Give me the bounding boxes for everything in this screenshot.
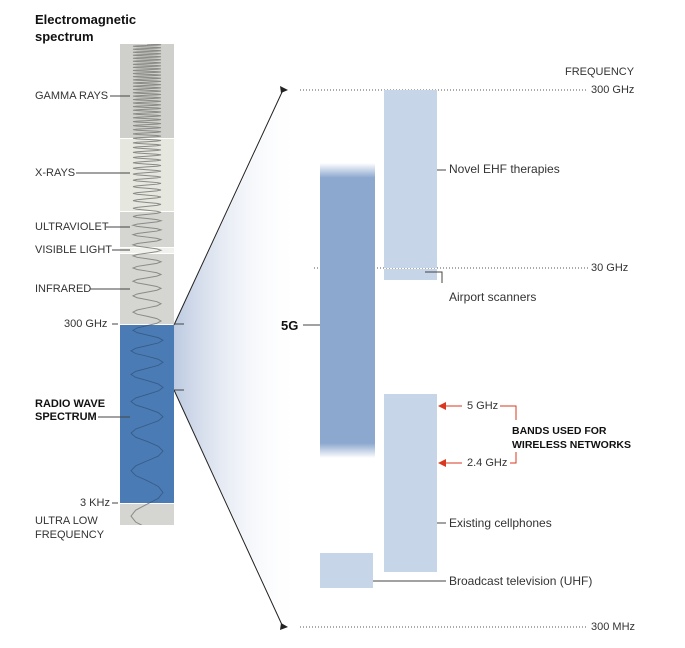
gamma-band [120, 44, 174, 138]
band-cellphones [384, 394, 437, 572]
wireless-markers [441, 405, 517, 464]
existing-cellphones-label: Existing cellphones [449, 516, 552, 530]
radio-wave-label-2: SPECTRUM [35, 411, 97, 423]
2-4ghz-label: 2.4 GHz [467, 457, 508, 469]
band-broadcast [320, 553, 373, 588]
ulf-label-2: FREQUENCY [35, 529, 105, 541]
fan-edge-top [173, 89, 284, 326]
arrowhead-bottom [280, 623, 288, 630]
wave-pattern [129, 44, 165, 525]
radio-band [120, 325, 174, 503]
page-title: Electromagnetic spectrum [35, 12, 137, 44]
5ghz-label: 5 GHz [467, 400, 499, 412]
infrared-label: INFRARED [35, 283, 92, 295]
band-5g [320, 163, 375, 458]
3khz-label: 3 KHz [80, 497, 110, 509]
gamma-rays-label: GAMMA RAYS [35, 90, 109, 102]
ulf-label-1: ULTRA LOW [35, 515, 98, 527]
frequency-header: FREQUENCY [565, 66, 635, 78]
arrowhead-top [280, 86, 288, 93]
xray-band [120, 139, 174, 211]
radio-wave-label-1: RADIO WAVE [35, 398, 106, 410]
ultraviolet-label: ULTRAVIOLET [35, 221, 109, 233]
freq-30ghz: 30 GHz [591, 262, 629, 274]
band-ehf [384, 90, 437, 268]
arrow-2-4ghz [438, 459, 446, 467]
5g-label: 5G [281, 318, 299, 333]
zoom-fan [174, 90, 300, 627]
airport-scanners-label: Airport scanners [449, 290, 537, 304]
ultraviolet-band [120, 212, 174, 247]
freq-300ghz: 300 GHz [591, 84, 635, 96]
broadcast-tv-label: Broadcast television (UHF) [449, 574, 593, 588]
wireless-networks-label: BANDS USED FOR WIRELESS NETWORKS [512, 425, 632, 451]
right-leaders [303, 169, 446, 582]
visible-band [120, 248, 174, 253]
band-airport [384, 269, 437, 280]
300ghz-left-label: 300 GHz [64, 318, 108, 330]
x-rays-label: X-RAYS [35, 167, 76, 179]
novel-ehf-label: Novel EHF therapies [449, 162, 560, 176]
wave-line [129, 44, 165, 525]
left-leaders [76, 95, 184, 504]
freq-300mhz: 300 MHz [591, 621, 636, 633]
arrow-5ghz [438, 402, 446, 410]
fan-edge-bottom [173, 389, 284, 628]
ulf-band [120, 504, 174, 525]
visible-light-label: VISIBLE LIGHT [35, 244, 113, 256]
